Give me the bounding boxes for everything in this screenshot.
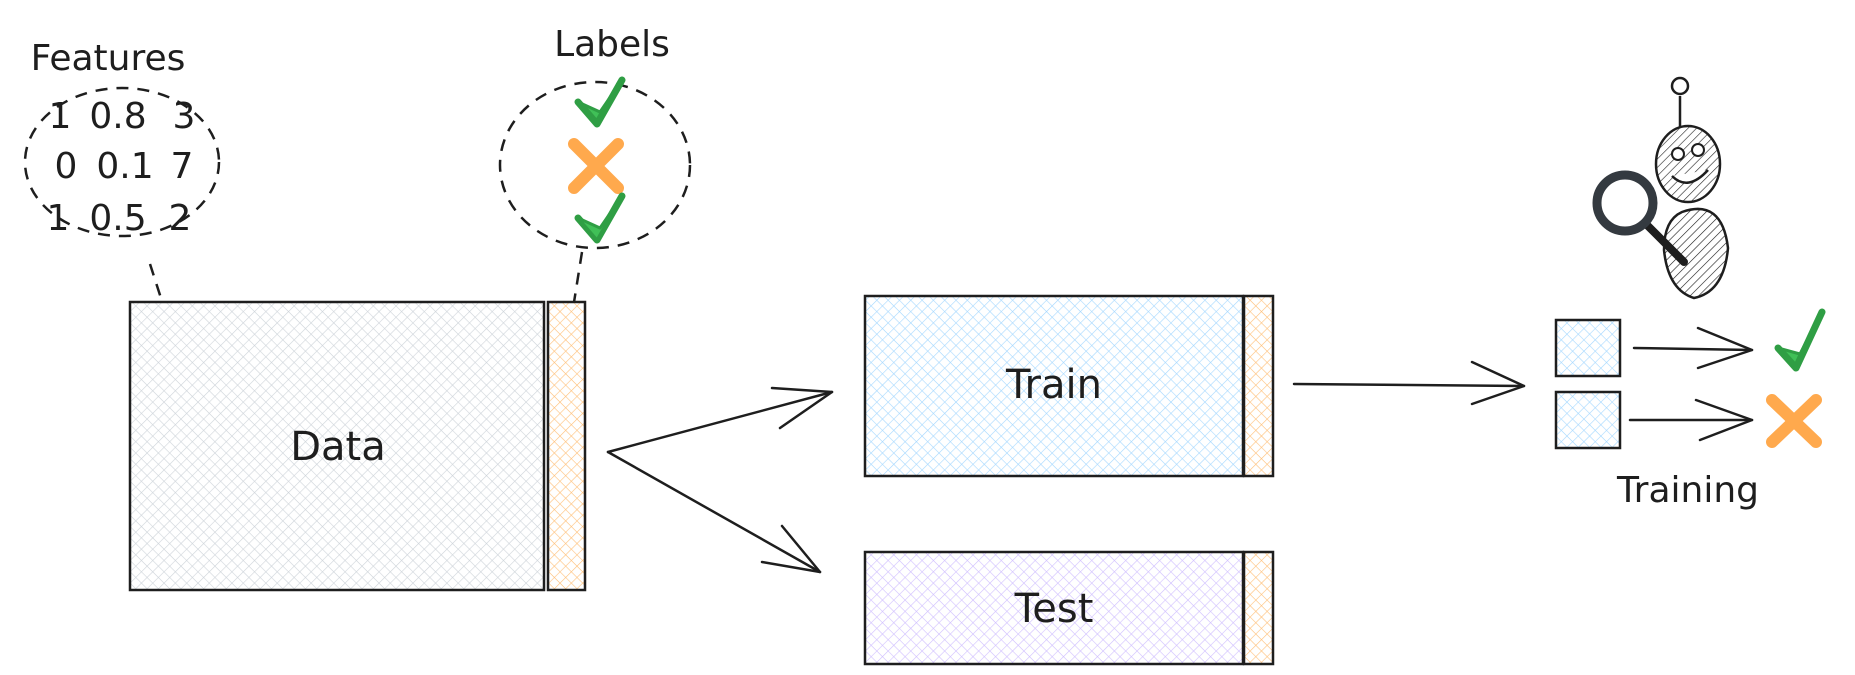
feature-cell: 7 — [171, 146, 194, 187]
check-icon — [1774, 308, 1826, 372]
feature-matrix: 1 0.8 3 0 0.1 7 1 0.5 2 — [47, 96, 196, 239]
test-box — [863, 550, 1245, 666]
feature-cell: 2 — [169, 198, 192, 239]
data-label-column — [546, 300, 587, 592]
test-label: Test — [1014, 586, 1094, 632]
data-label: Data — [290, 424, 386, 470]
training-input-box — [1554, 390, 1622, 450]
training-output-arrow — [1632, 326, 1754, 370]
split-arrow-train — [606, 386, 834, 454]
feature-cell: 0.8 — [89, 96, 146, 137]
train-label: Train — [1005, 362, 1102, 408]
feature-cell: 0 — [55, 146, 78, 187]
check-icon — [574, 76, 626, 128]
labels-callout — [498, 80, 692, 250]
split-arrow-test — [606, 450, 822, 574]
cross-icon — [1766, 394, 1822, 448]
data-box — [128, 300, 546, 592]
train-label-column — [1242, 294, 1275, 478]
feature-cell: 0.1 — [96, 146, 153, 187]
magnifier-icon — [1592, 170, 1688, 266]
features-title: Features — [31, 38, 186, 79]
labels-title: Labels — [554, 24, 670, 65]
training-label: Training — [1616, 470, 1759, 511]
feature-cell: 3 — [173, 96, 196, 137]
feature-cell: 1 — [47, 198, 70, 239]
cross-icon — [568, 138, 624, 194]
robot-icon — [1654, 76, 1730, 300]
features-callout — [23, 86, 221, 238]
check-icon — [574, 192, 626, 244]
training-output-arrow — [1628, 398, 1754, 442]
training-input-box — [1554, 318, 1622, 378]
train-box — [863, 294, 1245, 478]
feature-cell: 1 — [49, 96, 72, 137]
feature-cell: 0.5 — [89, 198, 146, 239]
train-to-training-arrow — [1292, 360, 1526, 406]
test-label-column — [1242, 550, 1275, 666]
